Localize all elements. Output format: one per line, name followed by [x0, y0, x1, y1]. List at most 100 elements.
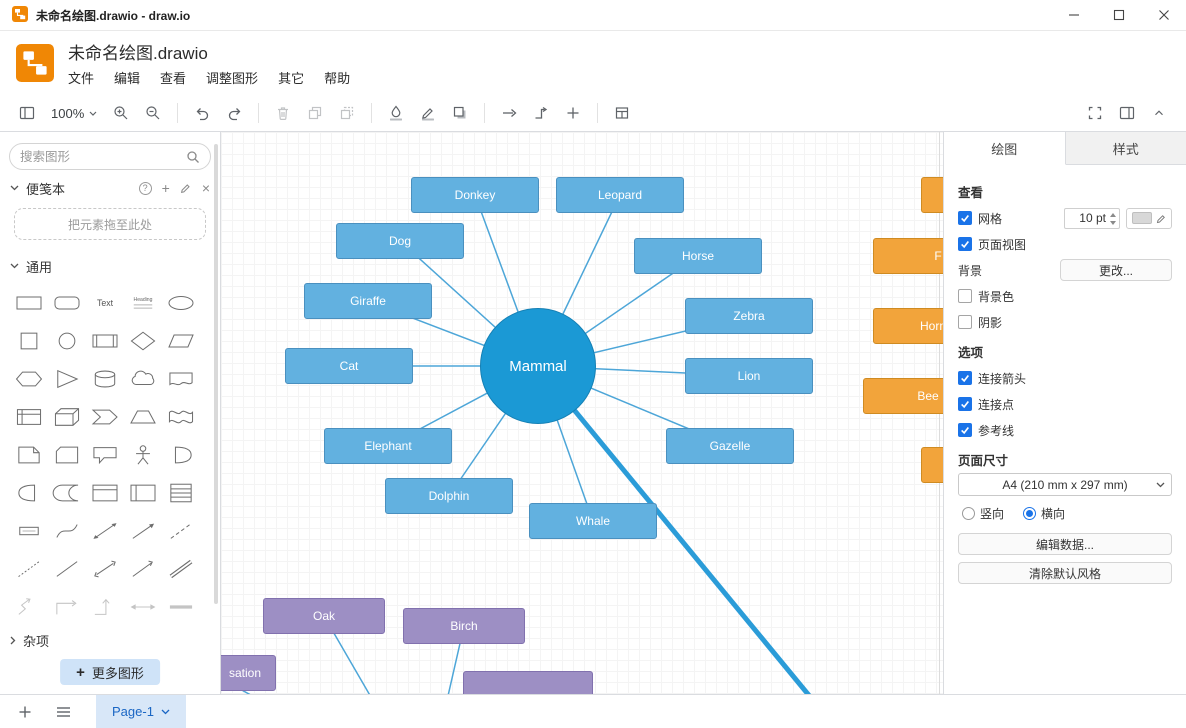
fill-color-button[interactable]	[381, 99, 411, 127]
shape-document[interactable]	[162, 360, 200, 398]
node-horse[interactable]: Horse	[634, 238, 762, 274]
shape-list-item[interactable]	[10, 512, 48, 550]
general-section[interactable]: 通用	[0, 252, 220, 280]
maximize-button[interactable]	[1096, 0, 1141, 30]
landscape-radio[interactable]	[1023, 506, 1037, 520]
shape-cloud[interactable]	[124, 360, 162, 398]
node-dolphin[interactable]: Dolphin	[385, 478, 513, 514]
shape-cylinder[interactable]	[86, 360, 124, 398]
shape-step[interactable]	[86, 398, 124, 436]
to-back-button[interactable]	[332, 99, 362, 127]
edit-data-button[interactable]: 编辑数据...	[958, 533, 1172, 555]
shape-actor[interactable]	[124, 436, 162, 474]
menu-item[interactable]: 文件	[68, 71, 95, 86]
node-leopard[interactable]: Leopard	[556, 177, 684, 213]
shape-or[interactable]	[162, 436, 200, 474]
page-size-select[interactable]: A4 (210 mm x 297 mm)	[958, 473, 1172, 496]
menu-item[interactable]: 其它	[278, 71, 305, 86]
shape-tape[interactable]	[162, 398, 200, 436]
portrait-radio[interactable]	[962, 506, 975, 520]
shape-elbow-arrow[interactable]	[48, 588, 86, 626]
node-o1[interactable]	[921, 177, 943, 213]
line-color-button[interactable]	[413, 99, 443, 127]
stepper-arrows-icon[interactable]	[1109, 211, 1117, 230]
shape-directional-connector[interactable]	[124, 550, 162, 588]
shape-circle[interactable]	[48, 322, 86, 360]
shape-vertical-container[interactable]	[124, 474, 162, 512]
pages-menu-button[interactable]	[44, 695, 82, 728]
connection-points-checkbox[interactable]	[958, 397, 972, 411]
shape-diamond[interactable]	[124, 322, 162, 360]
insert-button[interactable]	[558, 99, 588, 127]
tab-diagram[interactable]: 绘图	[944, 132, 1066, 165]
shape-data-storage[interactable]	[48, 474, 86, 512]
sidebar-scrollbar[interactable]	[214, 144, 218, 604]
background-color-checkbox[interactable]	[958, 289, 972, 303]
node-donkey[interactable]: Donkey	[411, 177, 539, 213]
shape-thick-line[interactable]	[162, 588, 200, 626]
node-elephant[interactable]: Elephant	[324, 428, 452, 464]
shape-card[interactable]	[48, 436, 86, 474]
shape-parallelogram[interactable]	[162, 322, 200, 360]
scratchpad-dropzone[interactable]: 把元素拖至此处	[14, 208, 206, 240]
close-button[interactable]	[1141, 0, 1186, 30]
add-to-scratchpad-icon[interactable]: +	[161, 180, 170, 196]
shape-note[interactable]	[10, 436, 48, 474]
misc-section[interactable]: 杂项	[0, 626, 220, 654]
undo-button[interactable]	[187, 99, 217, 127]
shape-callout[interactable]	[86, 436, 124, 474]
shape-rounded-rectangle[interactable]	[48, 284, 86, 322]
shape-internal-storage[interactable]	[10, 398, 48, 436]
menu-item[interactable]: 调整图形	[206, 71, 259, 86]
menu-item[interactable]: 查看	[160, 71, 187, 86]
shape-elbow-arrow-2[interactable]	[86, 588, 124, 626]
node-o2[interactable]: F	[873, 238, 943, 274]
search-shapes-box[interactable]	[9, 143, 211, 170]
node-whale[interactable]: Whale	[529, 503, 657, 539]
shape-bidirectional-connector[interactable]	[86, 550, 124, 588]
node-o3[interactable]: Hornet	[873, 308, 943, 344]
node-o5[interactable]	[921, 447, 943, 483]
table-button[interactable]	[607, 99, 637, 127]
delete-button[interactable]	[268, 99, 298, 127]
connection-button[interactable]	[494, 99, 524, 127]
shape-ellipse[interactable]	[162, 284, 200, 322]
shape-dashed-line[interactable]	[162, 512, 200, 550]
node-zebra[interactable]: Zebra	[685, 298, 813, 334]
redo-button[interactable]	[219, 99, 249, 127]
node-mammal[interactable]: Mammal	[480, 308, 596, 424]
edge[interactable]	[536, 364, 821, 694]
fullscreen-button[interactable]	[1080, 99, 1110, 127]
shape-and[interactable]	[10, 474, 48, 512]
shape-hexagon[interactable]	[10, 360, 48, 398]
shape-line[interactable]	[48, 550, 86, 588]
format-panel-toggle-button[interactable]	[1112, 99, 1142, 127]
shadow-button[interactable]	[445, 99, 475, 127]
change-background-button[interactable]: 更改...	[1060, 259, 1172, 281]
grid-size-input[interactable]: 10 pt	[1064, 207, 1120, 230]
zoom-out-button[interactable]	[138, 99, 168, 127]
connection-arrows-checkbox[interactable]	[958, 371, 972, 385]
shape-dotted-line[interactable]	[10, 550, 48, 588]
guides-checkbox[interactable]	[958, 423, 972, 437]
clear-default-style-button[interactable]: 清除默认风格	[958, 562, 1172, 584]
to-front-button[interactable]	[300, 99, 330, 127]
shape-container[interactable]	[86, 474, 124, 512]
shape-zigzag-arrow[interactable]	[10, 588, 48, 626]
minimize-button[interactable]	[1051, 0, 1096, 30]
shape-list[interactable]	[162, 474, 200, 512]
shadow-checkbox[interactable]	[958, 315, 972, 329]
node-birch[interactable]: Birch	[403, 608, 525, 644]
shape-trapezoid[interactable]	[124, 398, 162, 436]
node-o4[interactable]: Bee	[863, 378, 943, 414]
shape-bidirectional-arrow[interactable]	[86, 512, 124, 550]
shape-double-arrow[interactable]	[124, 588, 162, 626]
shape-arrow[interactable]	[124, 512, 162, 550]
shape-process[interactable]	[86, 322, 124, 360]
node-giraffe[interactable]: Giraffe	[304, 283, 432, 319]
grid-checkbox[interactable]	[958, 211, 972, 225]
shape-triangle[interactable]	[48, 360, 86, 398]
page-view-checkbox[interactable]	[958, 237, 972, 251]
node-p4[interactable]	[463, 671, 593, 694]
